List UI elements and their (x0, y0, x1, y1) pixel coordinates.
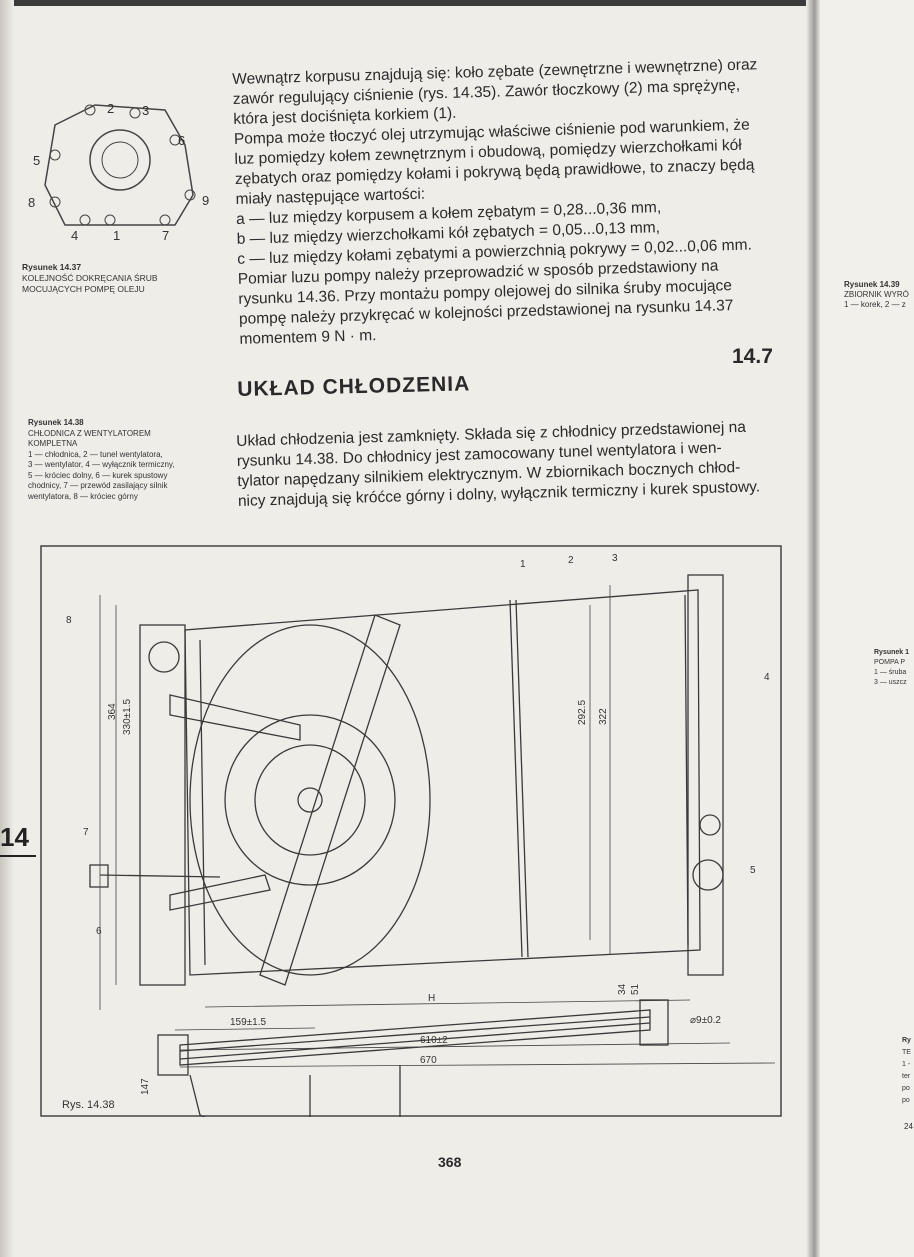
part-label-5: 5 (750, 865, 756, 876)
label-1: 1 (113, 228, 120, 243)
body-text: Wewnątrz korpusu znajdują się: koło zęba… (232, 54, 800, 350)
book-gutter (806, 0, 820, 1257)
caption-line: 3 — wentylator, 4 — wyłącznik termiczny, (28, 460, 175, 469)
part-label-4: 4 (764, 672, 770, 683)
part-label-1: 1 (520, 559, 526, 570)
caption-line: MOCUJĄCYCH POMPĘ OLEJU (22, 284, 145, 294)
caption-line: 1 - (902, 1061, 911, 1068)
adjacent-page-number: 24 (904, 1122, 913, 1131)
caption-title: Rysunek 14.38 (28, 418, 84, 427)
scan-left-edge (0, 0, 14, 1257)
label-8: 8 (28, 195, 35, 210)
caption-line: po (902, 1097, 910, 1104)
part-label-6: 6 (96, 926, 102, 937)
caption-line: 3 — uszcz (874, 679, 907, 686)
dim-159: 159±1.5 (230, 1017, 267, 1028)
adjacent-page: Rysunek 14.39 ZBIORNIK WYRÓ 1 — korek, 2… (820, 0, 914, 1257)
dim-610: 610±2 (420, 1035, 448, 1046)
label-2: 2 (107, 101, 114, 116)
radiator-front-view (89, 574, 724, 986)
caption-line: CHŁODNICA Z WENTYLATOREM (28, 428, 151, 438)
label-7: 7 (162, 228, 169, 243)
caption-line: 1 — śruba (874, 669, 907, 676)
dim-51: 51 (630, 983, 641, 995)
section-text: Układ chłodzenia jest zamknięty. Składa … (236, 416, 798, 512)
dim-292-5: 292.5 (577, 700, 588, 725)
dim-diameter-9: ⌀9±0.2 (690, 1015, 721, 1026)
dim-H: H (428, 993, 435, 1004)
part-label-3: 3 (612, 553, 618, 564)
dim-34: 34 (617, 983, 628, 995)
caption-title: Rysunek 14.39 (844, 280, 900, 289)
part-label-7: 7 (83, 827, 89, 838)
page-number: 368 (438, 1154, 462, 1170)
caption-fig-14-39: Rysunek 14.39 ZBIORNIK WYRÓ 1 — korek, 2… (844, 280, 909, 310)
caption-line: po (902, 1085, 910, 1092)
figure-caption: Rys. 14.38 (62, 1099, 115, 1111)
radiator-top-view: 147 34 51 (140, 983, 669, 1117)
label-6: 6 (178, 133, 185, 148)
caption-line: 1 — chłodnica, 2 — tunel wentylatora, (28, 449, 163, 459)
caption-fig-14-37: Rysunek 14.37 KOLEJNOŚĆ DOKRĘCANIA ŚRUB … (22, 262, 158, 295)
caption-line: POMPA P (874, 659, 905, 666)
caption-line: KOMPLETNA (28, 439, 78, 448)
part-label-8: 8 (66, 615, 72, 626)
dim-330: 330±1.5 (122, 698, 133, 735)
caption-line: ZBIORNIK WYRÓ (844, 290, 909, 299)
figure-frame (40, 545, 782, 1117)
caption-title: Rysunek 1 (874, 649, 910, 656)
caption-pump: Rysunek 1 POMPA P 1 — śruba 3 — uszcz (874, 648, 909, 688)
section-number: 14.7 (732, 345, 773, 368)
dimension-lines (99, 585, 776, 1068)
caption-line: TE (902, 1049, 911, 1056)
label-5: 5 (33, 153, 40, 168)
caption-line: 1 — korek, 2 — z (844, 300, 906, 309)
radiator-figure: 1 2 3 4 5 6 7 8 364 330±1.5 292.5 322 H … (40, 545, 782, 1117)
label-9: 9 (202, 193, 209, 208)
caption-title: Rysunek 14.37 (22, 262, 82, 272)
caption-fig-14-38: Rysunek 14.38 CHŁODNICA Z WENTYLATOREM K… (28, 418, 175, 502)
scan-top-edge (0, 0, 914, 6)
caption-title: Ry (902, 1037, 911, 1044)
dim-322: 322 (598, 708, 609, 725)
caption-line: 5 — króciec dolny, 6 — kurek spustowy (28, 470, 168, 480)
section-heading: UKŁAD CHŁODZENIA (237, 372, 471, 401)
label-3: 3 (142, 103, 149, 118)
caption-other: Ry TE 1 - ter po po (902, 1035, 911, 1107)
caption-line: chodnicy, 7 — przewód zasilający silnik (28, 481, 168, 490)
dim-364: 364 (107, 703, 118, 720)
caption-line: KOLEJNOŚĆ DOKRĘCANIA ŚRUB (22, 273, 158, 283)
chapter-tab: 14 (0, 822, 36, 857)
caption-line: ter (902, 1073, 911, 1080)
oil-pump-drawing: 2 3 6 5 8 9 4 1 7 (28, 101, 209, 243)
caption-line: wentylatora, 8 — króciec górny (28, 491, 138, 501)
dim-670: 670 (420, 1055, 437, 1066)
part-label-2: 2 (568, 555, 574, 566)
dim-147: 147 (140, 1078, 151, 1095)
label-4: 4 (71, 228, 78, 243)
